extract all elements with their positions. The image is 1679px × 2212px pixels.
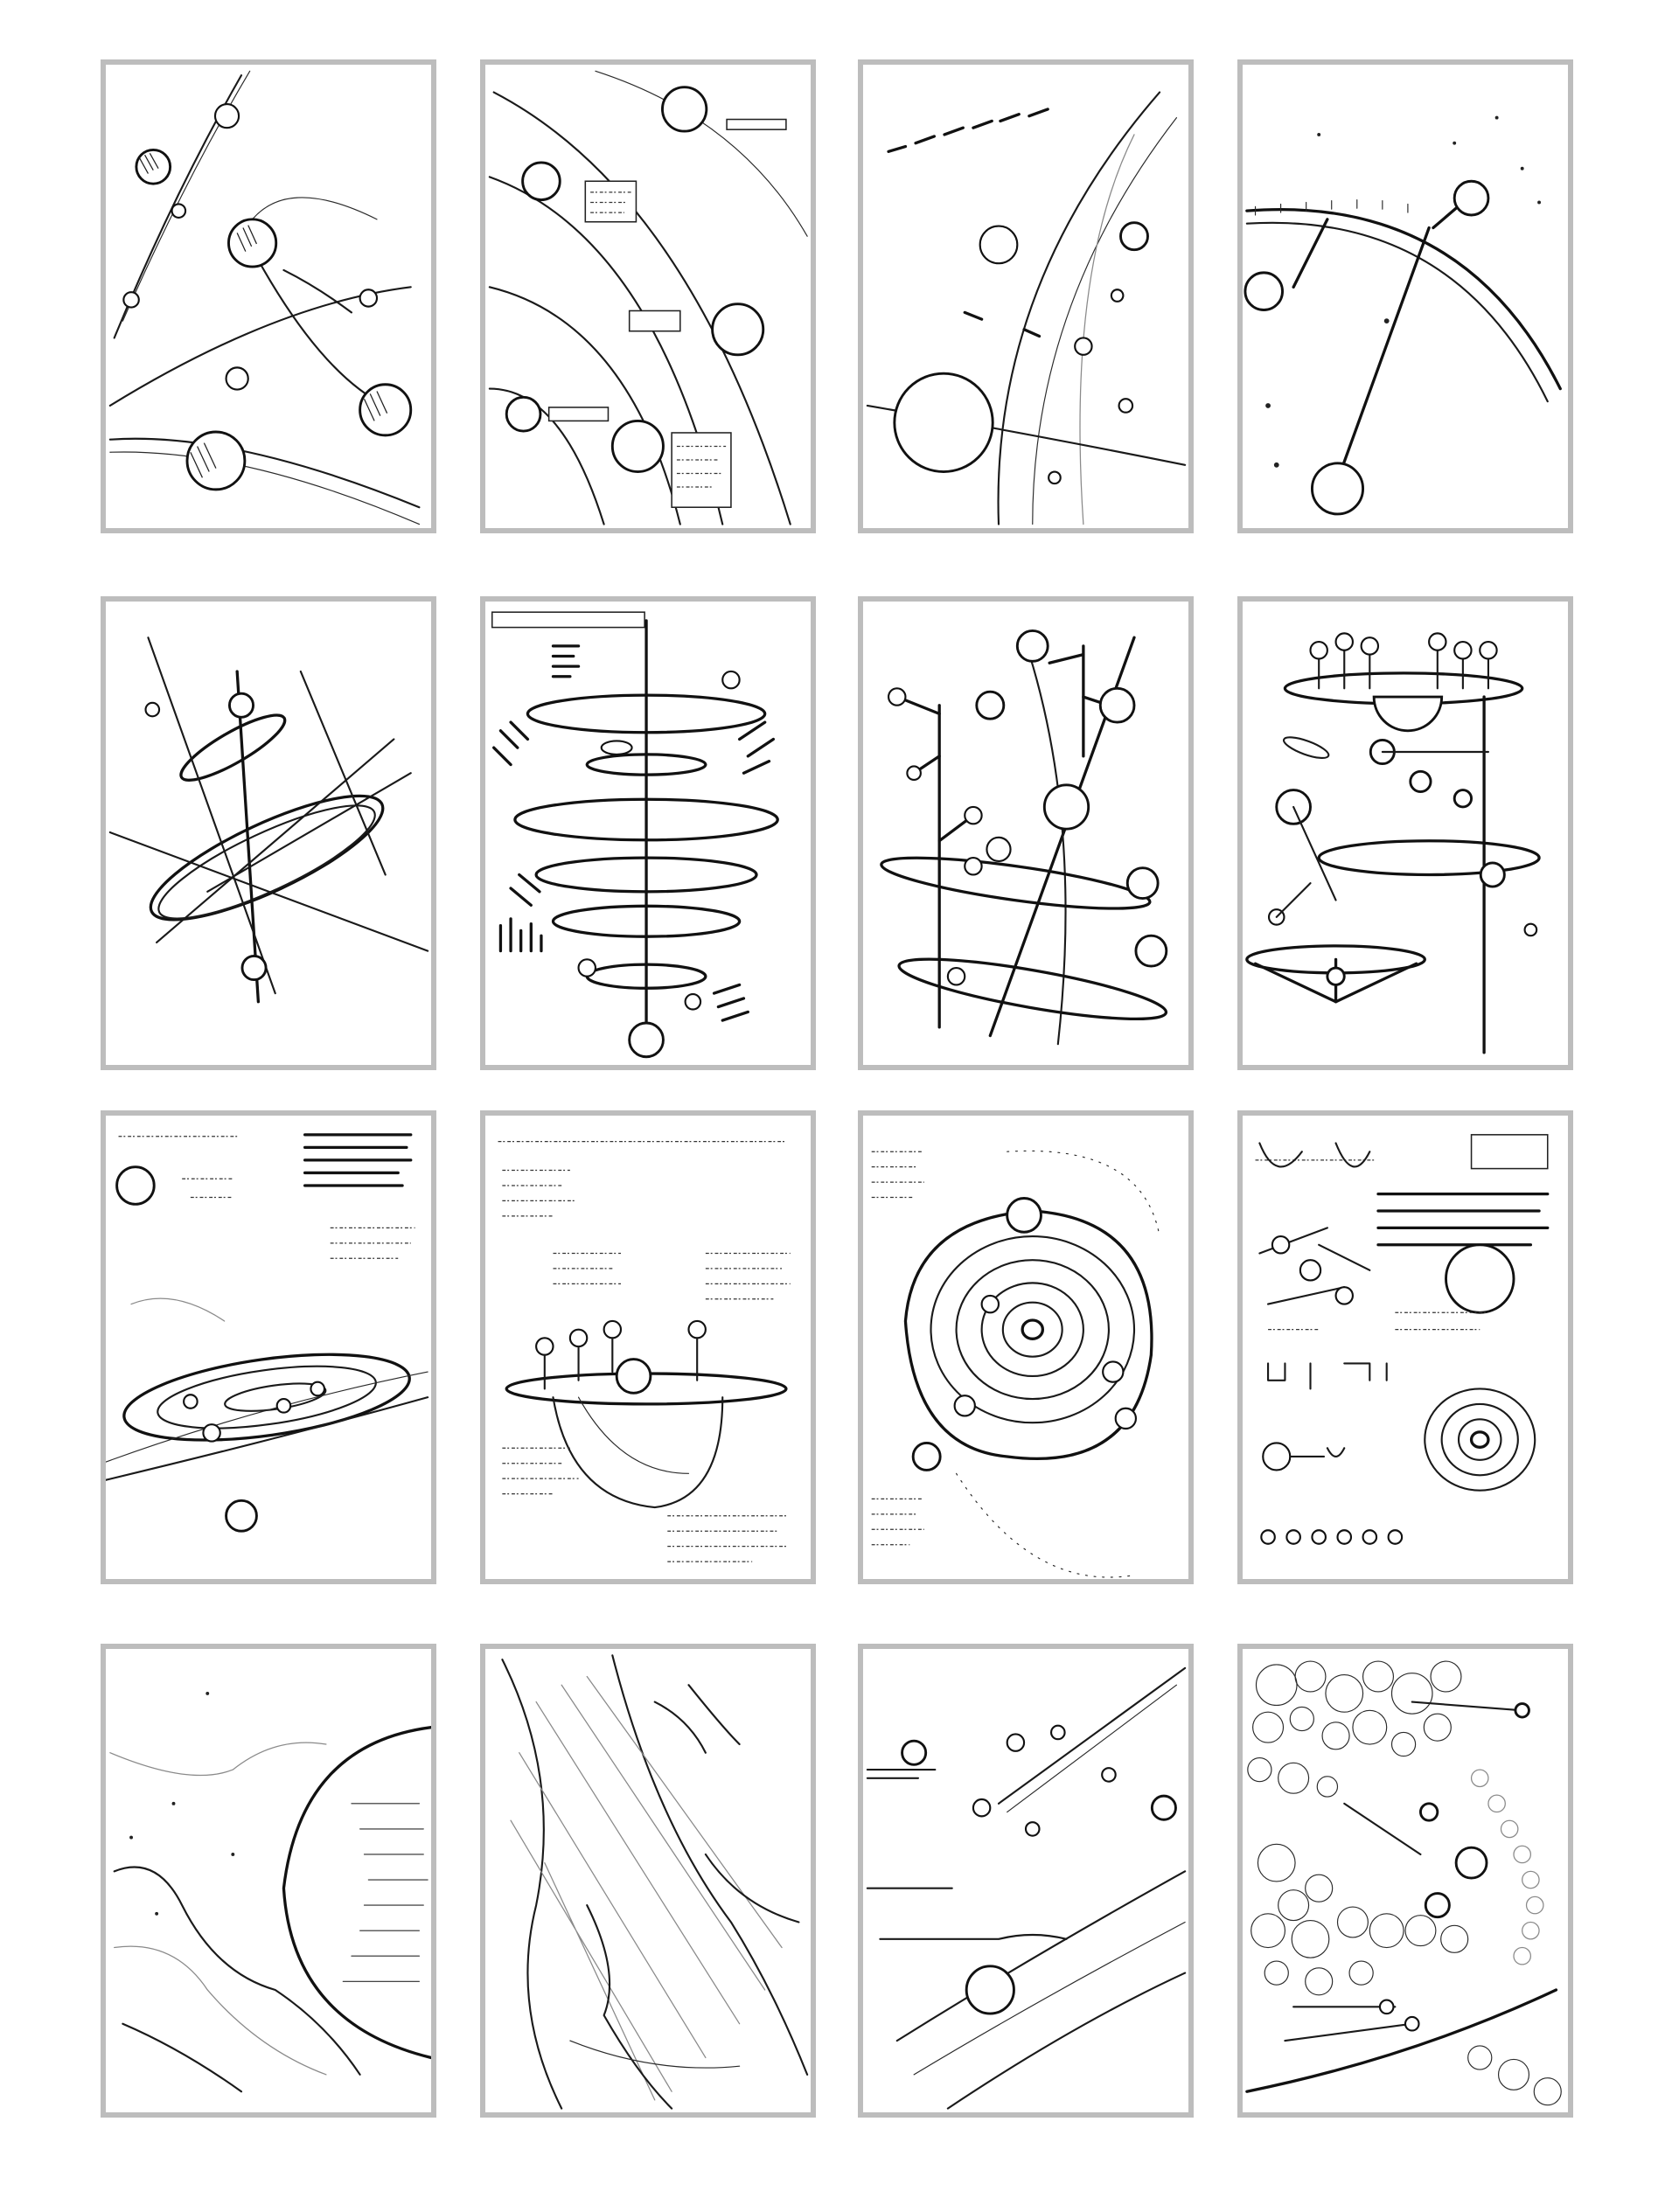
panel-floating-platform-notes (480, 1110, 816, 1584)
spiral-system-icon (871, 1150, 1160, 1578)
orbital-chain-icon (108, 70, 421, 525)
panel-branching-orrery (858, 596, 1194, 1070)
tiered-orrery-icon (1245, 632, 1541, 1054)
panel-tiered-orrery (1237, 596, 1573, 1070)
meteor-streaks-icon (866, 1666, 1187, 2110)
panel-stacked-ring-tower (480, 596, 816, 1070)
panel-galaxy-disc-notes (101, 1110, 436, 1584)
panel-bubble-cluster (1237, 1644, 1573, 2118)
gyroscope-rings-icon (108, 636, 429, 1004)
panel-meteor-streaks (858, 1644, 1194, 2118)
panel-orbits-with-notes (480, 59, 816, 533)
panel-nebula-streaks (480, 1644, 816, 2118)
bubble-cluster-icon (1245, 1660, 1562, 2106)
study-sheet-icon (1255, 1134, 1550, 1545)
panel-satellite-arc (858, 59, 1194, 533)
planet-horizon-icon (109, 1691, 431, 2093)
nebula-streaks-icon (501, 1654, 809, 2110)
panel-ring-with-boom (1237, 59, 1573, 533)
panel-planet-horizon (101, 1644, 436, 2118)
satellite-arc-icon (866, 91, 1187, 525)
ring-with-boom-icon (1244, 115, 1562, 516)
galaxy-disc-notes-icon (106, 1133, 429, 1533)
panel-gyroscope-rings (101, 596, 436, 1070)
stacked-ring-tower-icon (491, 611, 779, 1059)
panel-study-sheet (1237, 1110, 1573, 1584)
panel-spiral-system (858, 1110, 1194, 1584)
floating-platform-notes-icon (498, 1140, 791, 1562)
branching-orrery-icon (880, 630, 1168, 1046)
orbits-with-notes-icon (488, 70, 808, 525)
panel-orbital-chain (101, 59, 436, 533)
